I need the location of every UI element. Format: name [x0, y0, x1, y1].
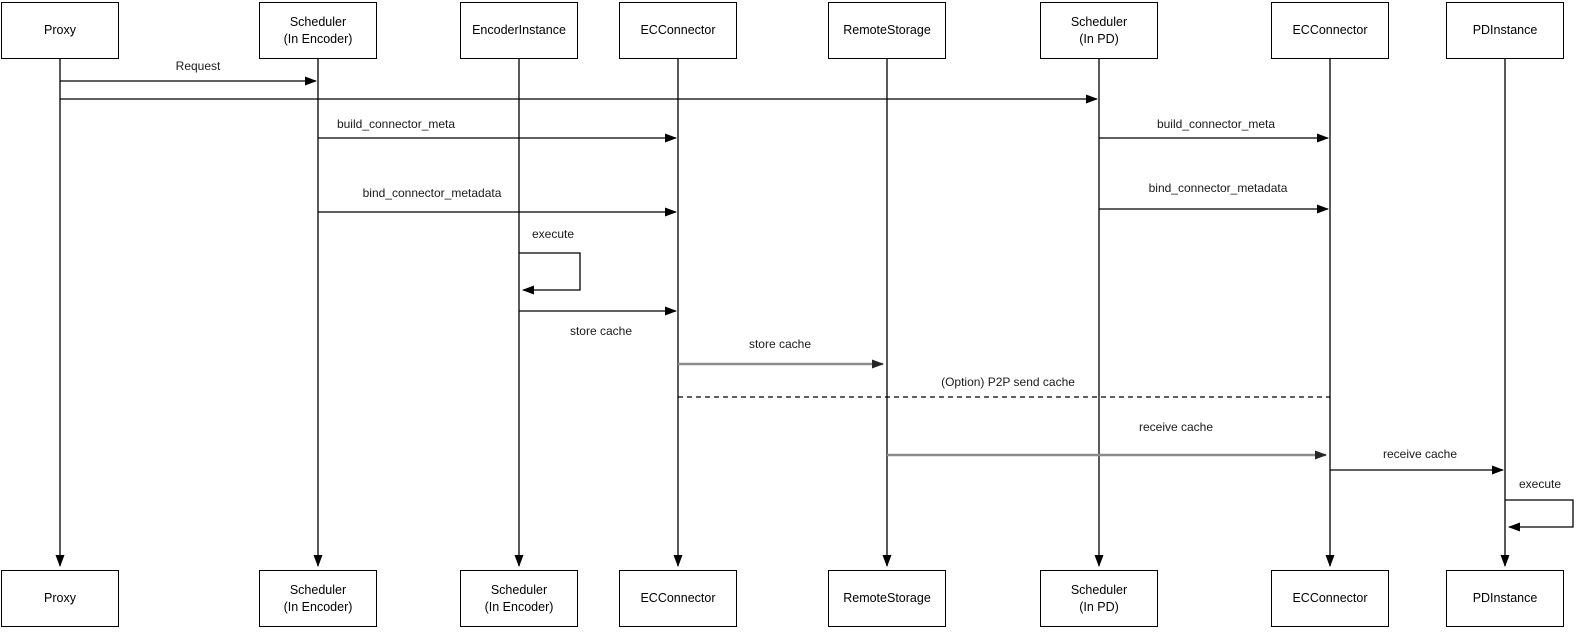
message-label-p2p-send-cache: (Option) P2P send cache [941, 375, 1075, 389]
message-label-bind-connector-metadata-right: bind_connector_metadata [1148, 181, 1288, 195]
message-label-store-cache-2: store cache [748, 337, 812, 351]
message-label-execute-encoder: execute [531, 227, 575, 241]
actor-top-ec-connector-2: ECConnector [1271, 2, 1389, 59]
message-label-build-connector-meta-left: build_connector_meta [336, 117, 456, 131]
actor-top-ec-connector-1: ECConnector [619, 2, 737, 59]
actor-bottom-remote-storage: RemoteStorage [828, 570, 946, 627]
message-label-store-cache-1: store cache [569, 324, 633, 338]
actor-top-encoder-instance: EncoderInstance [460, 2, 578, 59]
actor-top-proxy: Proxy [1, 2, 119, 59]
message-label-receive-cache-2: receive cache [1382, 447, 1458, 461]
actor-top-scheduler-encoder: Scheduler (In Encoder) [259, 2, 377, 59]
actor-bottom-scheduler-encoder-2: Scheduler (In Encoder) [460, 570, 578, 627]
actor-bottom-scheduler-encoder-1: Scheduler (In Encoder) [259, 570, 377, 627]
message-label-execute-pd: execute [1518, 477, 1562, 491]
message-label-receive-cache-1: receive cache [1138, 420, 1214, 434]
message-label-bind-connector-metadata-left: bind_connector_metadata [362, 186, 502, 200]
actor-bottom-ec-connector-1: ECConnector [619, 570, 737, 627]
actor-bottom-scheduler-pd: Scheduler (In PD) [1040, 570, 1158, 627]
actor-bottom-pd-instance: PDInstance [1446, 570, 1564, 627]
message-label-request: Request [175, 59, 221, 73]
self-loop-execute-pd [1505, 499, 1574, 532]
actor-bottom-proxy: Proxy [1, 570, 119, 627]
actor-top-scheduler-pd: Scheduler (In PD) [1040, 2, 1158, 59]
self-loop-execute-encoder [519, 252, 581, 295]
actor-top-pd-instance: PDInstance [1446, 2, 1564, 59]
actor-top-remote-storage: RemoteStorage [828, 2, 946, 59]
message-label-build-connector-meta-right: build_connector_meta [1156, 117, 1276, 131]
actor-bottom-ec-connector-2: ECConnector [1271, 570, 1389, 627]
